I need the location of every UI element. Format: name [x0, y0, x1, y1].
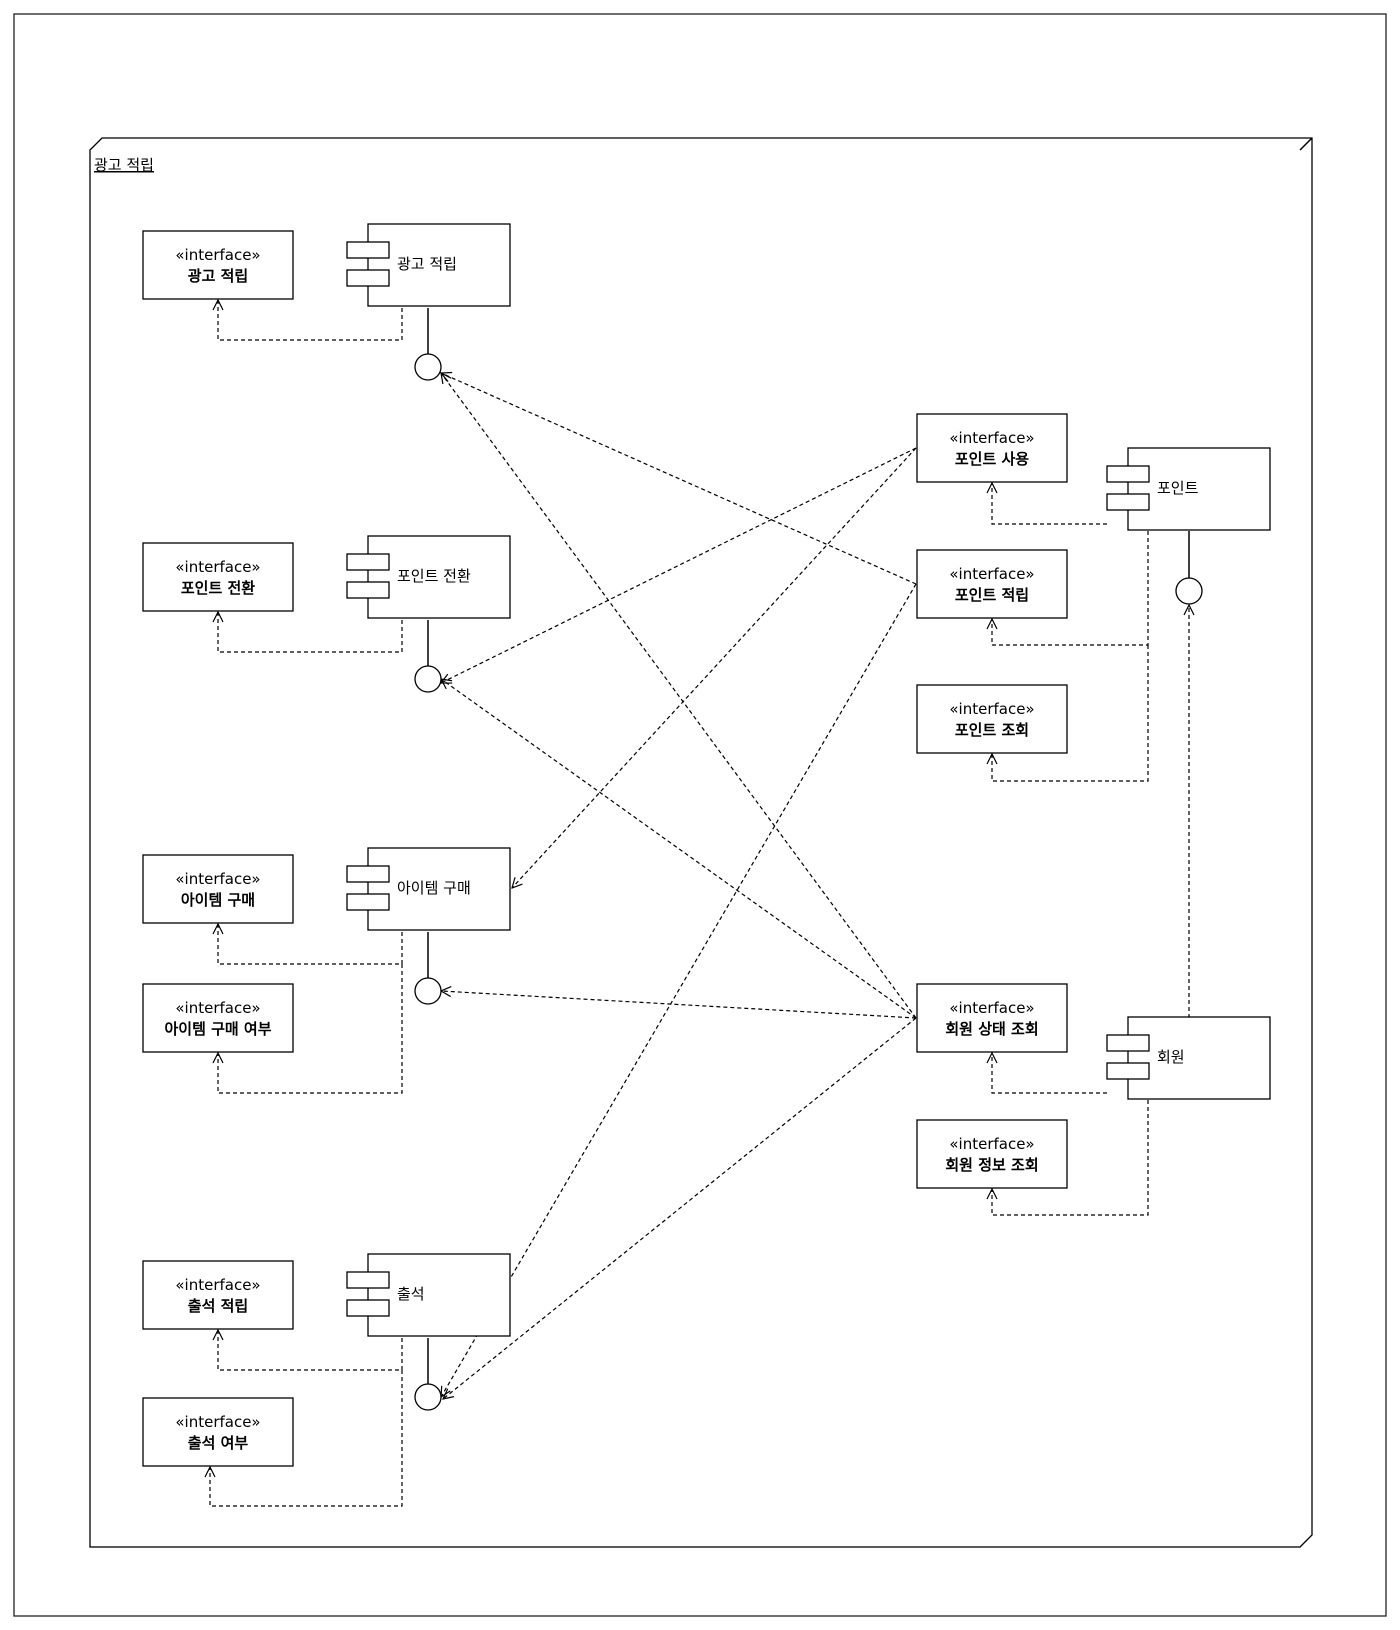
- interface-item-bought: «interface» 아이템 구매 여부: [142, 983, 294, 1053]
- component-ad: 광고 적립: [346, 223, 511, 307]
- realization-ad-earn: [218, 300, 403, 341]
- dep-point-earn-to-ad: [441, 373, 917, 585]
- stereotype-label: «interface»: [949, 1135, 1034, 1153]
- lollipop-convert: [414, 620, 442, 693]
- stereotype-label: «interface»: [175, 1413, 260, 1431]
- dep-member-status-to-item: [441, 991, 917, 1019]
- component-convert: 포인트 전환: [346, 535, 511, 619]
- realization-member-info: [992, 1100, 1149, 1216]
- interface-name: 포인트 조회: [955, 721, 1029, 739]
- stereotype-label: «interface»: [175, 558, 260, 576]
- component-icon: [346, 865, 390, 883]
- realization-item-buy: [218, 924, 403, 965]
- stereotype-label: «interface»: [175, 999, 260, 1017]
- dep-member-status-to-convert: [441, 679, 917, 1019]
- package-node: 광고 적립: [89, 137, 1313, 1548]
- interface-attend-check: «interface» 출석 여부: [142, 1397, 294, 1467]
- interface-name: 회원 정보 조회: [945, 1156, 1038, 1174]
- interface-name: 아이템 구매 여부: [164, 1020, 271, 1038]
- component-icon: [346, 241, 390, 259]
- stereotype-label: «interface»: [175, 1276, 260, 1294]
- realization-point-earn: [992, 531, 1149, 646]
- interface-ad-earn: «interface» 광고 적립: [142, 230, 294, 300]
- dep-member-status-to-ad: [441, 373, 917, 1019]
- dependency-lines: [441, 373, 917, 1399]
- component-item: 아이템 구매: [346, 847, 511, 931]
- interface-name: 광고 적립: [188, 267, 248, 285]
- stereotype-label: «interface»: [175, 870, 260, 888]
- component-name: 광고 적립: [397, 255, 457, 273]
- component-name: 아이템 구매: [397, 879, 471, 897]
- interface-name: 포인트 적립: [955, 586, 1029, 604]
- interface-member-status: «interface» 회원 상태 조회: [916, 983, 1068, 1053]
- stereotype-label: «interface»: [949, 999, 1034, 1017]
- component-name: 회원: [1157, 1048, 1185, 1066]
- stereotype-label: «interface»: [949, 700, 1034, 718]
- component-point: 포인트: [1106, 447, 1271, 531]
- lollipop-item: [414, 932, 442, 1005]
- realization-point-convert: [218, 612, 403, 653]
- dep-point-use-to-convert: [441, 447, 917, 683]
- interface-attend-earn: «interface» 출석 적립: [142, 1260, 294, 1330]
- interface-member-info: «interface» 회원 정보 조회: [916, 1119, 1068, 1189]
- realization-lines: [210, 300, 1189, 1507]
- stereotype-label: «interface»: [949, 429, 1034, 447]
- component-name: 출석: [397, 1285, 425, 1303]
- component-icon: [346, 1271, 390, 1289]
- realization-attend-check: [210, 1370, 403, 1507]
- component-icon: [1106, 1034, 1150, 1052]
- interface-point-convert: «interface» 포인트 전환: [142, 542, 294, 612]
- dep-point-use-to-item: [512, 447, 917, 888]
- stereotype-label: «interface»: [949, 565, 1034, 583]
- interface-name: 출석 여부: [188, 1434, 249, 1452]
- interface-point-earn: «interface» 포인트 적립: [916, 549, 1068, 619]
- component-name: 포인트 전환: [397, 567, 471, 585]
- component-attend: 출석: [346, 1253, 511, 1337]
- interface-item-buy: «interface» 아이템 구매: [142, 854, 294, 924]
- interface-name: 포인트 전환: [181, 579, 255, 597]
- stereotype-label: «interface»: [175, 246, 260, 264]
- lollipop-ad: [414, 308, 442, 381]
- interface-name: 출석 적립: [188, 1297, 248, 1315]
- interface-name: 아이템 구매: [181, 891, 255, 909]
- realization-member-status: [992, 1053, 1107, 1094]
- realization-item-bought: [218, 964, 403, 1094]
- component-member: 회원: [1106, 1016, 1271, 1100]
- realization-point-query: [992, 645, 1149, 782]
- realization-attend-earn: [218, 1330, 403, 1371]
- dep-point-earn-to-attend: [441, 583, 917, 1397]
- interface-name: 포인트 사용: [955, 450, 1029, 468]
- interface-point-query: «interface» 포인트 조회: [916, 684, 1068, 754]
- interface-name: 회원 상태 조회: [945, 1020, 1038, 1038]
- package-title: 광고 적립: [94, 156, 154, 174]
- lollipop-attend: [414, 1338, 442, 1411]
- realization-point-use: [992, 483, 1107, 525]
- dep-member-status-to-attend: [443, 1017, 917, 1399]
- component-icon: [346, 553, 390, 571]
- outer-frame: [13, 13, 1387, 1617]
- interface-point-use: «interface» 포인트 사용: [916, 413, 1068, 483]
- lollipop-point: [1175, 531, 1203, 605]
- component-name: 포인트: [1157, 479, 1199, 497]
- component-icon: [1106, 465, 1150, 483]
